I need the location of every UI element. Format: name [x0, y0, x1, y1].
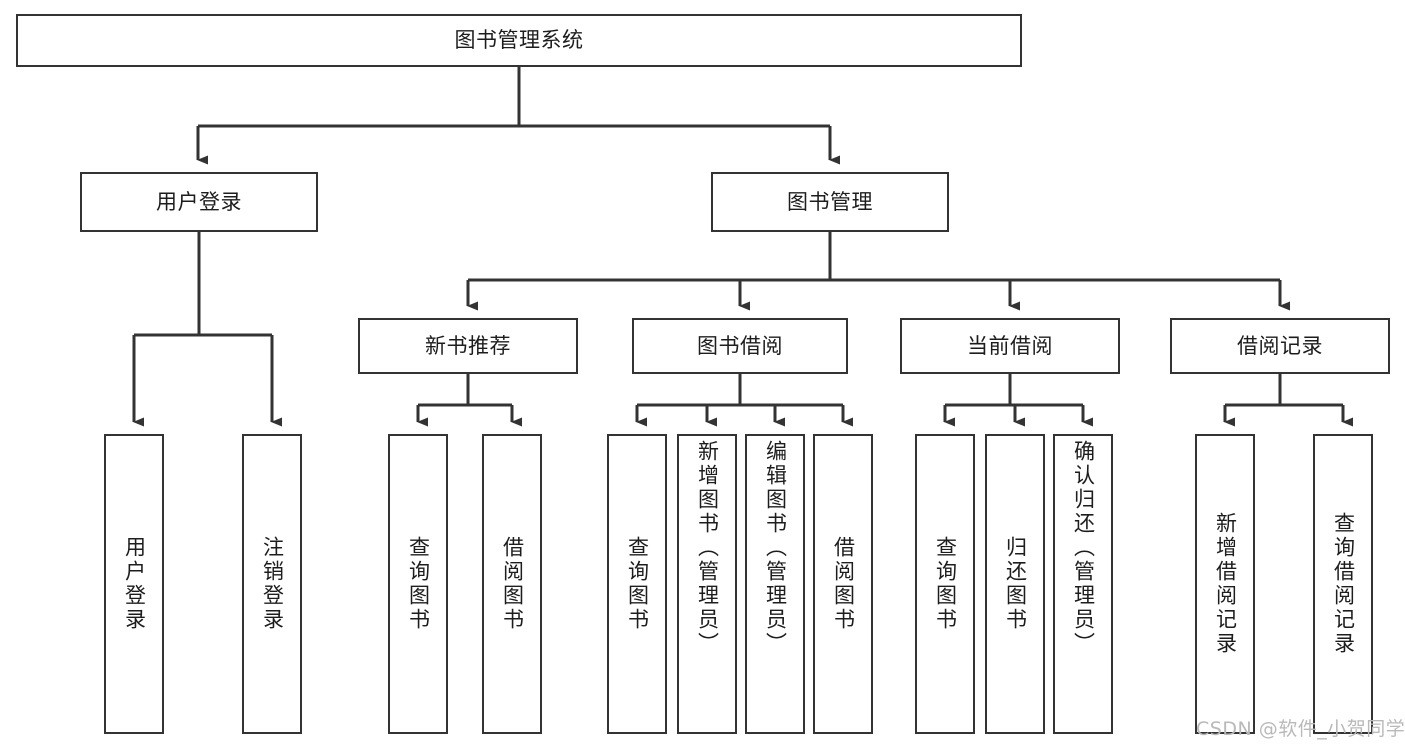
node-label: 借阅图书 — [831, 536, 856, 632]
node-label: 注销登录 — [260, 536, 285, 632]
node-new-book-recommend[interactable]: 新书推荐 — [358, 318, 578, 374]
edge-bookborrow-to-leaves — [635, 374, 853, 427]
node-book-management[interactable]: 图书管理 — [711, 172, 949, 232]
edge-userlogin-to-leaves — [132, 232, 282, 427]
node-leaf-query-book-borrow[interactable]: 查询图书 — [607, 434, 667, 734]
node-user-login[interactable]: 用户登录 — [80, 172, 318, 232]
node-label: 新书推荐 — [425, 333, 511, 358]
edge-bookmanagement-to-level3 — [466, 232, 1290, 311]
node-label: 查询图书 — [933, 536, 958, 632]
node-leaf-logout[interactable]: 注销登录 — [242, 434, 302, 734]
edge-borrowrecord-to-leaves — [1223, 374, 1353, 427]
node-leaf-borrow-book[interactable]: 借阅图书 — [813, 434, 873, 734]
node-borrow-record[interactable]: 借阅记录 — [1170, 318, 1390, 374]
node-label: 借阅图书 — [500, 536, 525, 632]
node-label: 归还图书 — [1003, 536, 1028, 632]
node-label: 查询借阅记录 — [1331, 512, 1356, 656]
edge-root-to-level2 — [196, 67, 840, 165]
node-label: 图书借阅 — [697, 333, 783, 358]
node-label: 图书管理 — [787, 189, 873, 214]
node-leaf-return-book[interactable]: 归还图书 — [985, 434, 1045, 734]
node-book-borrow[interactable]: 图书借阅 — [632, 318, 848, 374]
node-label: 当前借阅 — [967, 333, 1053, 358]
node-leaf-edit-book-admin[interactable]: 编辑图书（管理员） — [745, 434, 805, 734]
node-leaf-add-borrow-record[interactable]: 新增借阅记录 — [1195, 434, 1255, 734]
node-label: 编辑图书（管理员） — [763, 440, 788, 656]
node-label: 借阅记录 — [1237, 333, 1323, 358]
node-label: 图书管理系统 — [454, 28, 584, 53]
node-label: 确认归还（管理员） — [1071, 440, 1096, 656]
node-leaf-user-login[interactable]: 用户登录 — [104, 434, 164, 734]
node-current-borrow[interactable]: 当前借阅 — [900, 318, 1120, 374]
node-label: 查询图书 — [406, 536, 431, 632]
node-leaf-borrow-book-recommend[interactable]: 借阅图书 — [482, 434, 542, 734]
node-leaf-add-book-admin[interactable]: 新增图书（管理员） — [677, 434, 737, 734]
node-leaf-query-book-current[interactable]: 查询图书 — [915, 434, 975, 734]
node-label: 用户登录 — [156, 189, 242, 214]
node-label: 用户登录 — [122, 536, 147, 632]
node-leaf-query-borrow-record[interactable]: 查询借阅记录 — [1313, 434, 1373, 734]
node-label: 新增图书（管理员） — [695, 440, 720, 656]
edge-newbook-to-leaves — [416, 374, 522, 427]
node-label: 查询图书 — [625, 536, 650, 632]
node-label: 新增借阅记录 — [1213, 512, 1238, 656]
node-leaf-confirm-return-admin[interactable]: 确认归还（管理员） — [1053, 434, 1113, 734]
node-leaf-query-book-recommend[interactable]: 查询图书 — [388, 434, 448, 734]
edge-currentborrow-to-leaves — [943, 374, 1093, 427]
node-root-system[interactable]: 图书管理系统 — [16, 14, 1022, 67]
